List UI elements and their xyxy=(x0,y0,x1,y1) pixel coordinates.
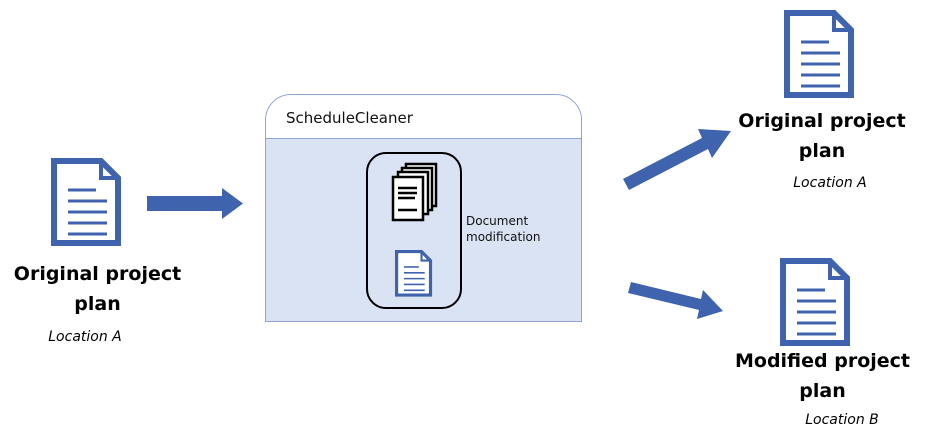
title-line: Original project xyxy=(738,110,906,132)
arrow-down-right-icon xyxy=(628,282,723,319)
document-icon xyxy=(394,249,433,297)
location-label: Location A xyxy=(793,175,867,191)
original-plan-title: Original project plan xyxy=(722,106,922,166)
location-label: Location A xyxy=(48,329,122,345)
document-icon xyxy=(780,258,850,346)
app-name: ScheduleCleaner xyxy=(266,95,581,139)
process-label: Document modification xyxy=(466,213,540,245)
process-container xyxy=(366,152,462,309)
arrow-up-right-icon xyxy=(623,129,731,190)
title-line: Original project xyxy=(13,263,182,285)
title-line: plan xyxy=(74,293,121,315)
source-plan-title: Original project plan xyxy=(0,259,195,319)
location-label: Location B xyxy=(805,412,879,428)
arrow-right-icon xyxy=(147,188,243,219)
title-line: Modified project xyxy=(734,350,911,372)
label-line: modification xyxy=(466,230,541,244)
title-line: plan xyxy=(799,380,846,402)
title-line: plan xyxy=(798,140,846,162)
modified-plan-title: Modified project plan xyxy=(720,346,925,406)
document-stack-icon xyxy=(391,162,438,222)
label-line: Document xyxy=(466,214,529,228)
document-icon xyxy=(784,10,854,98)
